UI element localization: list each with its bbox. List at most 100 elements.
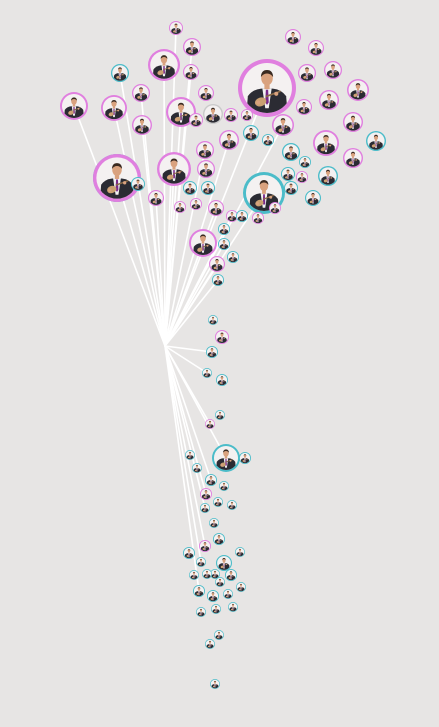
graph-node[interactable]	[284, 181, 298, 195]
graph-node[interactable]	[305, 190, 321, 206]
graph-node[interactable]	[60, 92, 88, 120]
graph-node[interactable]	[241, 109, 253, 121]
graph-node[interactable]	[225, 569, 237, 581]
graph-node[interactable]	[193, 585, 205, 597]
graph-node[interactable]	[199, 540, 211, 552]
graph-node[interactable]	[224, 108, 238, 122]
graph-node[interactable]	[269, 202, 281, 214]
graph-node[interactable]	[296, 171, 308, 183]
graph-node[interactable]	[93, 154, 141, 202]
graph-node[interactable]	[185, 450, 195, 460]
graph-node[interactable]	[243, 125, 259, 141]
graph-node[interactable]	[157, 152, 191, 186]
graph-node[interactable]	[219, 481, 229, 491]
graph-node[interactable]	[148, 49, 180, 81]
graph-node[interactable]	[319, 90, 339, 110]
graph-node[interactable]	[366, 131, 386, 151]
graph-node[interactable]	[207, 590, 219, 602]
graph-node[interactable]	[205, 474, 217, 486]
graph-node[interactable]	[101, 95, 127, 121]
graph-node[interactable]	[285, 29, 301, 45]
graph-node[interactable]	[202, 569, 212, 579]
graph-node[interactable]	[196, 557, 206, 567]
graph-node[interactable]	[215, 330, 229, 344]
graph-node[interactable]	[228, 602, 238, 612]
graph-node[interactable]	[132, 84, 150, 102]
graph-node[interactable]	[227, 251, 239, 263]
graph-node[interactable]	[324, 61, 342, 79]
graph-node[interactable]	[166, 97, 196, 127]
graph-node[interactable]	[189, 113, 203, 127]
graph-node[interactable]	[239, 452, 251, 464]
graph-node[interactable]	[190, 198, 202, 210]
graph-node[interactable]	[189, 570, 199, 580]
graph-node[interactable]	[272, 114, 294, 136]
graph-node[interactable]	[189, 229, 217, 257]
graph-node[interactable]	[223, 589, 233, 599]
graph-node[interactable]	[174, 201, 186, 213]
graph-node[interactable]	[183, 64, 199, 80]
person-with-ukulele-icon	[189, 570, 199, 580]
graph-node[interactable]	[210, 569, 220, 579]
graph-node[interactable]	[132, 115, 152, 135]
graph-node[interactable]	[215, 410, 225, 420]
graph-node[interactable]	[296, 99, 312, 115]
graph-node[interactable]	[208, 315, 218, 325]
graph-node[interactable]	[208, 200, 224, 216]
graph-node[interactable]	[238, 59, 296, 117]
graph-node[interactable]	[219, 130, 239, 150]
graph-node[interactable]	[282, 143, 300, 161]
graph-node[interactable]	[196, 141, 214, 159]
graph-node[interactable]	[227, 500, 237, 510]
graph-node[interactable]	[183, 38, 201, 56]
graph-node[interactable]	[200, 503, 210, 513]
graph-node[interactable]	[200, 488, 212, 500]
graph-node[interactable]	[308, 40, 324, 56]
graph-node[interactable]	[131, 177, 145, 191]
graph-node[interactable]	[236, 210, 248, 222]
graph-node[interactable]	[212, 444, 240, 472]
graph-node[interactable]	[198, 85, 214, 101]
graph-node[interactable]	[214, 630, 224, 640]
graph-node[interactable]	[206, 346, 218, 358]
graph-node[interactable]	[299, 156, 311, 168]
graph-node[interactable]	[262, 134, 274, 146]
graph-node[interactable]	[343, 112, 363, 132]
graph-node[interactable]	[298, 64, 316, 82]
graph-node[interactable]	[226, 210, 238, 222]
graph-node[interactable]	[202, 368, 212, 378]
graph-node[interactable]	[313, 130, 339, 156]
graph-node[interactable]	[218, 238, 230, 250]
graph-node[interactable]	[252, 212, 264, 224]
graph-node[interactable]	[212, 274, 224, 286]
graph-node[interactable]	[343, 148, 363, 168]
graph-node[interactable]	[183, 181, 197, 195]
graph-node[interactable]	[213, 533, 225, 545]
graph-node[interactable]	[196, 607, 206, 617]
graph-node[interactable]	[216, 374, 228, 386]
graph-node[interactable]	[209, 518, 219, 528]
graph-node[interactable]	[281, 167, 295, 181]
graph-node[interactable]	[347, 79, 369, 101]
graph-node[interactable]	[205, 639, 215, 649]
graph-node[interactable]	[192, 463, 202, 473]
graph-node[interactable]	[236, 582, 246, 592]
graph-node[interactable]	[213, 497, 223, 507]
graph-node[interactable]	[197, 160, 215, 178]
graph-node[interactable]	[318, 166, 338, 186]
graph-edge	[164, 168, 175, 347]
graph-node[interactable]	[235, 547, 245, 557]
graph-node[interactable]	[211, 604, 221, 614]
graph-node[interactable]	[209, 256, 225, 272]
graph-node[interactable]	[210, 679, 220, 689]
graph-node[interactable]	[201, 181, 215, 195]
graph-node[interactable]	[148, 190, 164, 206]
graph-node[interactable]	[111, 64, 129, 82]
graph-node[interactable]	[203, 104, 223, 124]
graph-node[interactable]	[215, 577, 225, 587]
graph-node[interactable]	[169, 21, 183, 35]
graph-node[interactable]	[205, 419, 215, 429]
graph-node[interactable]	[216, 555, 232, 571]
graph-node[interactable]	[218, 223, 230, 235]
graph-node[interactable]	[183, 547, 195, 559]
